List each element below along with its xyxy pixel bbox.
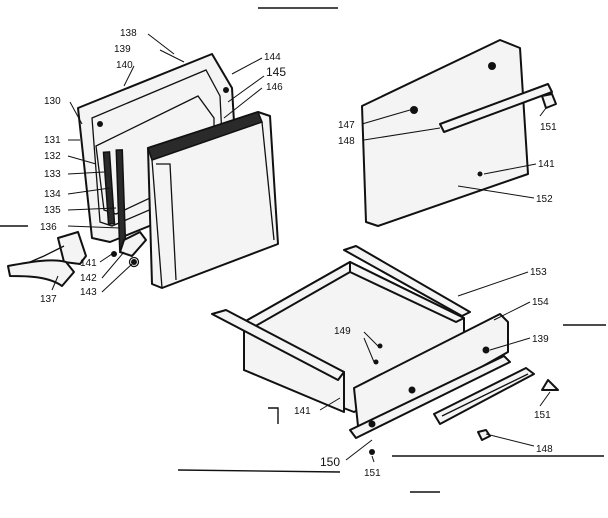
callout-131: 131: [44, 135, 61, 146]
callout-141: 141: [538, 159, 555, 170]
hinge-assembly: [29, 149, 147, 268]
callout-141: 141: [294, 406, 311, 417]
callout-136: 136: [40, 222, 57, 233]
drawer-fasteners: [369, 379, 559, 455]
callout-148: 148: [338, 136, 355, 147]
callout-151: 151: [364, 468, 381, 479]
callout-153: 153: [530, 267, 547, 278]
callout-132: 132: [44, 151, 61, 162]
callout-146: 146: [266, 82, 283, 93]
callout-135: 135: [44, 205, 61, 216]
drawer-front-panel: [361, 39, 557, 227]
drawer-handle: [433, 367, 535, 425]
callout-149: 149: [334, 326, 351, 337]
callout-134: 134: [44, 189, 61, 200]
storage-drawer: [211, 245, 511, 439]
callout-137: 137: [40, 294, 57, 305]
callout-144: 144: [264, 52, 281, 63]
callout-154: 154: [532, 297, 549, 308]
callout-147: 147: [338, 120, 355, 131]
leader-lines: [51, 33, 551, 463]
callout-151: 151: [540, 122, 557, 133]
callout-labels: 138 139 140 144 145 146 130 131 132 133 …: [40, 28, 557, 479]
callout-141: 141: [80, 258, 97, 269]
callout-148: 148: [536, 444, 553, 455]
callout-140: 140: [116, 60, 133, 71]
callout-142: 142: [80, 273, 97, 284]
scan-marks: [0, 7, 606, 493]
callout-145: 145: [266, 65, 286, 79]
callout-150: 150: [320, 455, 340, 469]
callout-139: 139: [114, 44, 131, 55]
callout-133: 133: [44, 169, 61, 180]
callout-151: 151: [534, 410, 551, 421]
callout-138: 138: [120, 28, 137, 39]
callout-139: 139: [532, 334, 549, 345]
handle-bracket: [7, 259, 75, 287]
callout-130: 130: [44, 96, 61, 107]
door-outer-panel: [147, 111, 279, 289]
callout-152: 152: [536, 194, 553, 205]
callout-143: 143: [80, 287, 97, 298]
